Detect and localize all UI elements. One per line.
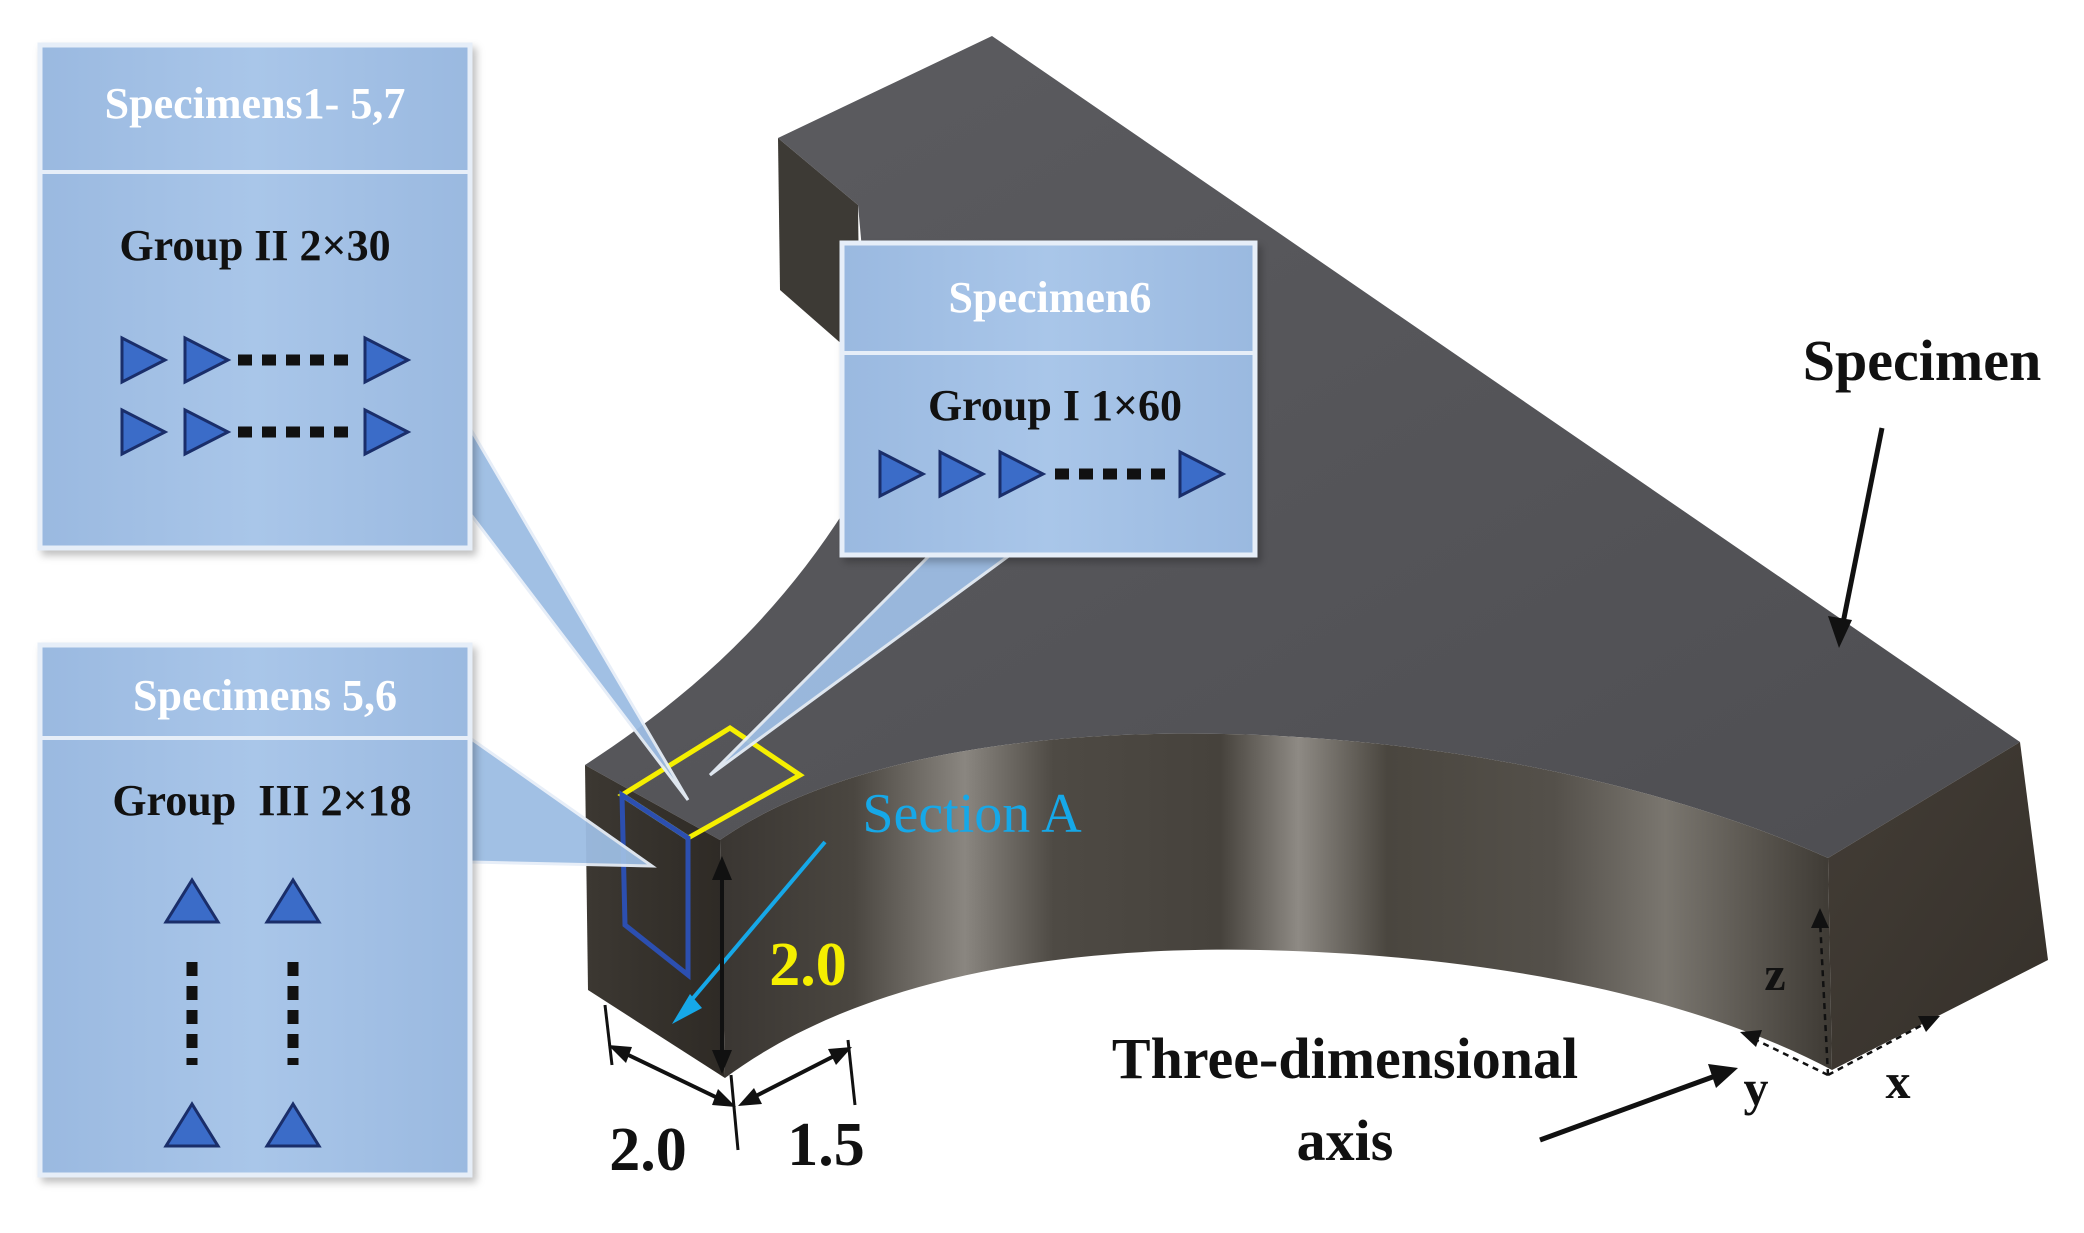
specimen-arrow-head-icon [1828,616,1852,648]
axis-x-label: x [1886,1053,1911,1109]
dimension-lines [603,856,857,1151]
axis-y-label: y [1744,1060,1769,1116]
dim-width-arrow-right-icon [712,1089,736,1107]
triangle-right-icon [878,449,927,499]
callout-group: Group III 2×18 [112,776,411,825]
section-side-outline [619,790,691,981]
callout-box [37,42,473,551]
axis-title-arrow [1539,1072,1719,1143]
axis-z-line [1818,919,1830,1076]
coordinate-axes [1539,908,1940,1143]
specimen-end-face [1828,742,2048,1070]
axis-title-line2: axis [1297,1108,1394,1173]
triangle-right-icon [1178,449,1227,499]
dim-depth-arrow-right-icon [828,1047,852,1065]
callout-group: Group I 1×60 [928,381,1182,430]
dim-depth-label: 1.5 [787,1111,865,1179]
triangle-row-2 [120,407,412,457]
axis-x-arrow-icon [1918,1016,1940,1032]
triangle-column-right [264,877,322,1148]
callout-specimens-1-5-7: Specimens1- 5,7 Group II 2×30 [37,42,690,801]
specimen-label: Specimen [1803,328,2041,393]
dim-width-label: 2.0 [609,1116,687,1184]
triangle-right-icon [183,335,232,385]
section-arrow-head-icon [672,994,702,1024]
dim-height-arrow-top-icon [712,856,732,880]
callout-box [37,642,473,1178]
triangle-right-icon [120,407,169,457]
section-a-label: Section A [862,783,1082,845]
axis-title-line1: Three-dimensional [1112,1026,1578,1091]
axis-z-arrow-icon [1811,908,1829,928]
triangle-up-icon [163,1101,221,1148]
dim-width-arrow-left-icon [608,1045,632,1063]
triangle-right-icon [363,407,412,457]
triangle-row-1 [120,335,412,385]
dim-height-arrow-bottom-icon [712,1050,732,1074]
triangle-up-icon [264,877,322,924]
triangle-up-icon [264,1101,322,1148]
callout-specimen-6: Specimen6 Group I 1×60 [708,240,1258,777]
axis-title-arrow-head-icon [1708,1064,1738,1088]
dim-depth-line [747,1050,843,1102]
callout-box [839,240,1258,558]
dim-height-label: 2.0 [769,931,847,999]
specimen-inner-curved-face [720,733,1832,1078]
dim-ext-center [729,1074,740,1151]
triangle-right-icon [363,335,412,385]
dim-ext-right [846,1039,857,1106]
section-arrow [681,840,827,1012]
axis-x-line [1827,1020,1929,1077]
callout-group: Group II 2×30 [119,221,390,270]
specimen-label-arrow [1839,427,1885,629]
dim-depth-arrow-left-icon [738,1088,762,1106]
axis-y-arrow-icon [1740,1030,1762,1047]
triangle-right-icon [938,449,987,499]
axis-y-line [1751,1036,1829,1077]
callout-title: Specimens 5,6 [133,671,397,720]
axis-z-label: z [1764,948,1785,1001]
triangle-right-icon [120,335,169,385]
dim-ext-left [603,1004,614,1066]
triangle-column-left [163,877,221,1148]
section-a-cube [617,725,827,1024]
dim-width-line [617,1048,727,1104]
callout-specimens-5-6: Specimens 5,6 Group III 2×18 [37,642,657,1178]
specimen-body [585,36,2048,1078]
callout-title: Specimens1- 5,7 [105,79,406,128]
triangle-right-icon [183,407,232,457]
triangle-up-icon [163,877,221,924]
callout-title: Specimen6 [949,273,1152,322]
triangle-row [878,449,1227,499]
triangle-right-icon [998,449,1047,499]
